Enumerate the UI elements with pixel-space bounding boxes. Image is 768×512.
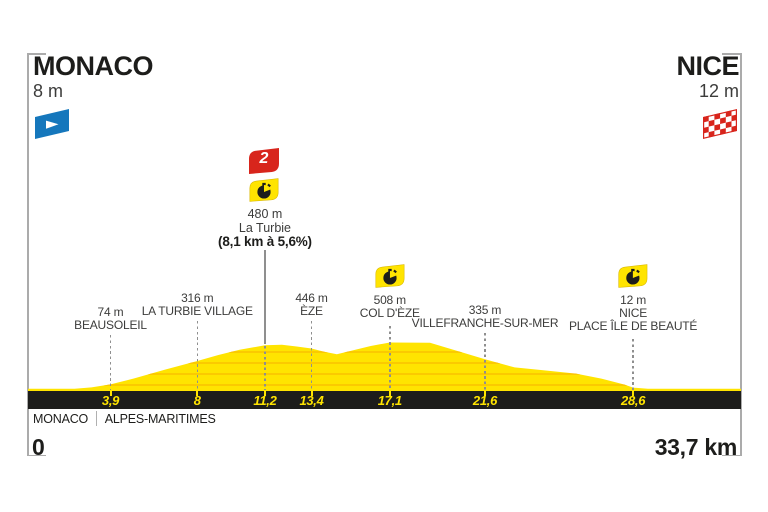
start-city: MONACO [33,51,154,81]
climb-name: La Turbie [238,220,292,235]
km-label: 13,4 [299,393,324,408]
checkpoint-altitude: 508 m [373,293,407,307]
stopwatch-icon [383,268,397,285]
frame-top-left-serif [27,53,46,55]
pointer-line [196,321,199,390]
frame-left-line [27,53,29,456]
climb-time-check-flag [247,176,281,206]
km-label: 28,6 [621,393,646,408]
place-altitude: 446 m [295,291,328,305]
km-label: 3,9 [101,393,120,408]
region-name: ALPES-MARITIMES [104,412,216,426]
start-elevation: 8 m [33,81,64,101]
km-tick [310,391,313,396]
place-altitude: 316 m [181,291,214,305]
checkpoint-altitude: 12 m [620,293,647,307]
finish-header: NICE 12 m [676,52,739,141]
time-check-flag-icon [618,264,648,288]
climb-marker-la-turbie: 2 480 m La Turbie (8,1 km à 5,6%) [195,146,335,250]
frame-bottom-right-serif [722,454,742,456]
place-name: ÈZE [300,303,323,318]
checkpoint-name: PLACE ÎLE DE BEAUTÉ [568,319,698,333]
region-divider [95,411,97,426]
time-check-flag-icon [249,178,279,202]
pointer-line [310,321,313,390]
place-altitude: 335 m [468,303,502,317]
checkpoint-name: NICE [619,306,648,320]
km-label: 17,1 [377,393,402,408]
elevation-profile-area [28,342,741,392]
finish-city: NICE [676,51,739,81]
distance-axis-bar: 3,9 8 11,2 13,4 17,1 21,6 28,6 [28,391,741,409]
place-name: BEAUSOLEIL [74,317,147,332]
time-check-flag-icon [375,264,405,288]
total-distance: 33,7 km [654,434,738,460]
region-name: MONACO [33,412,89,426]
climb-detail: (8,1 km à 5,6%) [218,234,312,249]
climb-pointer-line [264,250,266,345]
start-flag-icon [33,107,153,141]
pointer-line [484,333,486,390]
place-altitude: 74 m [97,305,124,319]
km-tick [483,391,486,396]
km-tick [196,391,199,396]
km-tick [388,391,391,396]
km-tick [632,391,635,396]
finish-elevation: 12 m [698,81,739,101]
stopwatch-icon [626,268,641,285]
climb-category: 2 [259,150,269,167]
pointer-line [389,326,391,390]
climb-altitude: 480 m [247,207,283,221]
frame-right-line [740,53,742,456]
km-label: 11,2 [253,393,277,408]
checkpoint-name: COL D'ÈZE [359,306,420,320]
finish-flag-icon [676,107,739,141]
stopwatch-icon [257,182,271,199]
km-tick [109,391,112,396]
km-tick [263,391,266,396]
pointer-line [632,339,634,390]
km-label: 21,6 [472,393,498,408]
category-2-climb-flag-icon [248,148,279,174]
place-name: VILLEFRANCHE-SUR-MER [411,315,559,330]
origin-km: 0 [32,434,45,460]
climb-pointer-dash [264,346,266,390]
frame-top-right-serif [722,53,742,55]
place-name: LA TURBIE VILLAGE [141,303,253,318]
frame-bottom-left-serif [27,454,46,456]
km-label: 8 [193,393,201,408]
pointer-line [109,335,112,390]
start-header: MONACO 8 m [33,51,154,141]
